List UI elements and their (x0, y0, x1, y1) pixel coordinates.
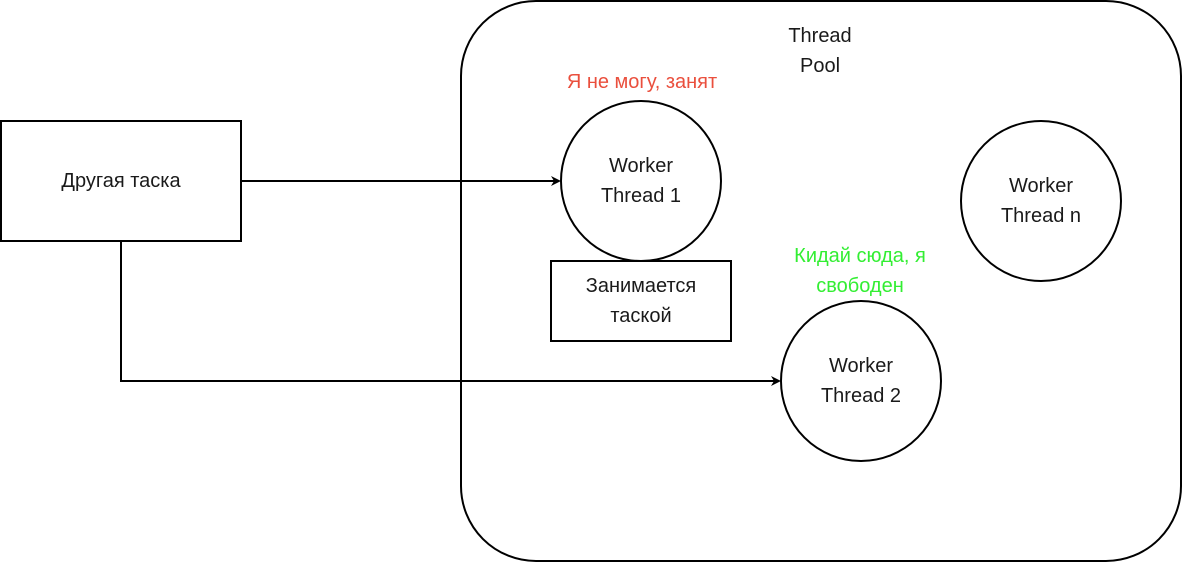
task-box[interactable] (0, 120, 242, 242)
worker-thread-1-node[interactable] (560, 100, 722, 262)
worker-thread-n-label: Worker Thread n (1000, 175, 1082, 227)
worker-thread-1-label: Worker Thread 1 (600, 155, 682, 207)
thread-pool-label: Thread Pool (788, 25, 852, 77)
edge-task-to-worker2[interactable] (120, 241, 781, 386)
worker-thread-2-label: Worker Thread 2 (820, 355, 902, 407)
task-box-label: Другая таска (61, 170, 181, 192)
free-annotation: Кидай сюда, я свободен (794, 245, 926, 297)
busy-annotation: Я не могу, занят (566, 71, 718, 93)
busy-box-label: Занимается таской (585, 275, 697, 327)
worker-thread-2-node[interactable] (780, 300, 942, 462)
worker-thread-n-node[interactable] (960, 120, 1122, 282)
